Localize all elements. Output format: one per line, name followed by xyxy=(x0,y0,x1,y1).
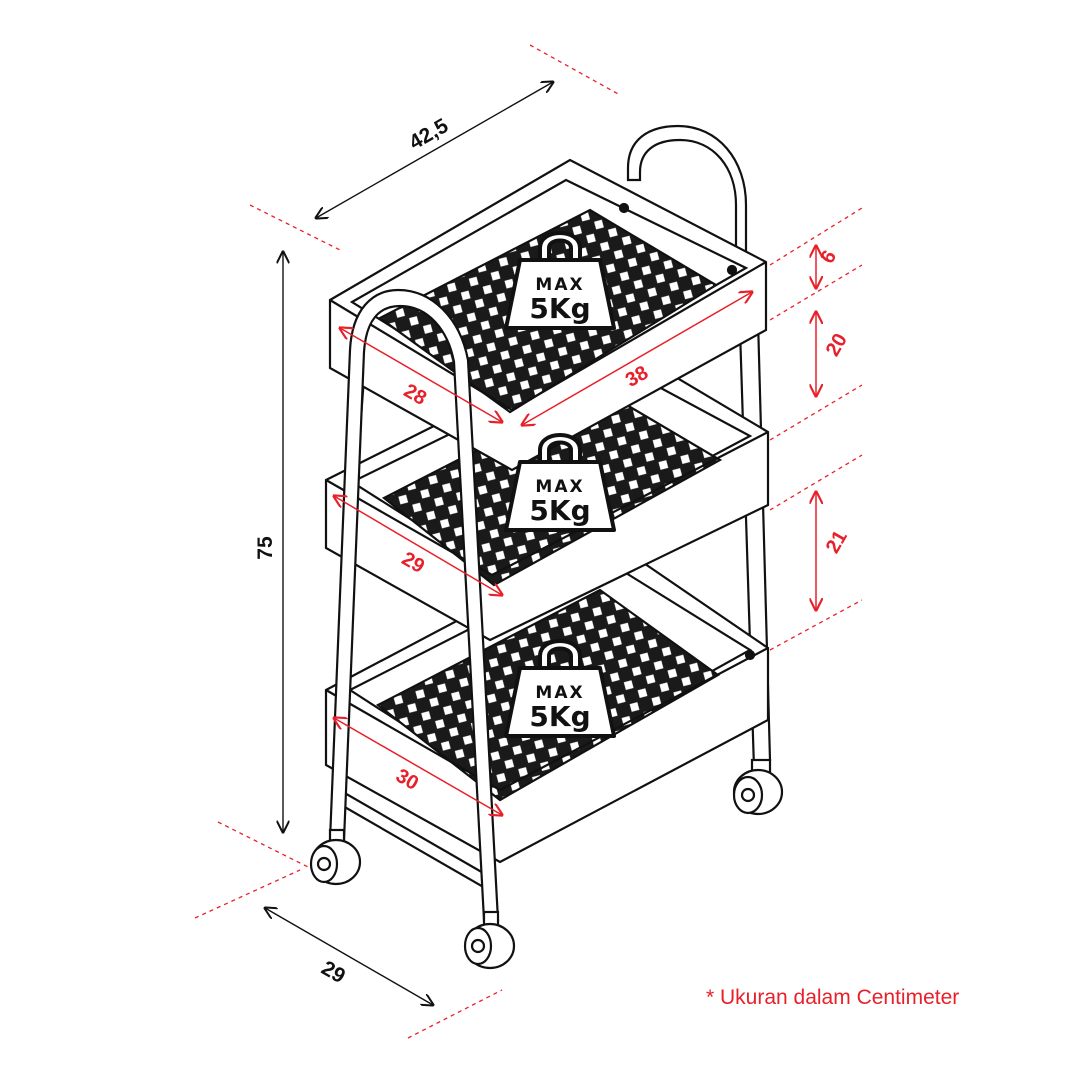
mid-gap-label: 20 xyxy=(822,330,852,360)
weight-max-label: MAX xyxy=(535,275,584,295)
low-width-arrow xyxy=(334,718,502,815)
weight-max-label: MAX xyxy=(535,477,584,497)
rear-right-caster xyxy=(732,758,784,816)
weight-limit-value: 5Kg xyxy=(529,494,590,527)
weight-badge-bottom: MAX 5Kg xyxy=(504,639,616,738)
front-left-caster xyxy=(309,828,362,886)
low-gap-label: 21 xyxy=(822,527,852,557)
weight-badge-middle: MAX 5Kg xyxy=(504,433,616,532)
unit-note: * Ukuran dalam Centimeter xyxy=(706,986,960,1009)
weight-max-label: MAX xyxy=(535,683,584,703)
width-arrow xyxy=(316,82,553,218)
top-gap-label: 6 xyxy=(816,247,841,268)
extension-lines xyxy=(194,44,863,1039)
overall-dimension-arrows xyxy=(265,82,553,1005)
height-label: 75 xyxy=(254,536,277,560)
width-label: 42,5 xyxy=(405,114,452,155)
depth-label: 29 xyxy=(317,957,349,989)
depth-arrow xyxy=(265,908,433,1005)
weight-limit-value: 5Kg xyxy=(529,700,590,733)
front-right-caster xyxy=(463,910,516,970)
mid-width-arrow xyxy=(334,496,502,595)
top-width-arrow xyxy=(340,328,502,422)
basket-dimension-arrows xyxy=(334,246,816,815)
top-length-arrow xyxy=(522,292,752,425)
weight-limit-value: 5Kg xyxy=(529,292,590,325)
